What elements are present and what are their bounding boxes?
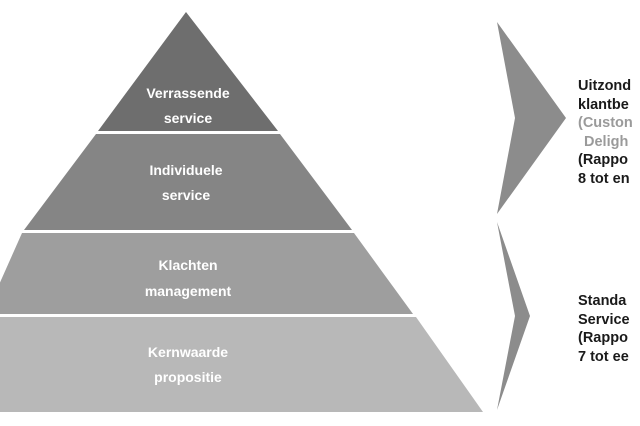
outcome-top-line2: klantbe	[578, 96, 629, 113]
tier-label-3b: management	[145, 283, 232, 299]
tier-verrassende-service	[98, 12, 278, 131]
tier-label-1a: Verrassende	[146, 85, 229, 101]
tier-individuele-service	[24, 134, 352, 230]
lower-chevron-arrow	[497, 222, 530, 410]
tier-label-4a: Kernwaarde	[148, 344, 228, 360]
outcome-bottom-line1: Standa	[578, 293, 627, 309]
outcome-top-line6: 8 tot en	[578, 170, 630, 187]
outcome-top-line4: Deligh	[584, 133, 629, 150]
upper-chevron-arrow	[497, 22, 566, 214]
outcome-bottom-line4: 7 tot ee	[578, 348, 629, 365]
tier-kernwaarde-propositie	[0, 317, 483, 412]
tier-label-1b: service	[164, 110, 212, 126]
outcome-top-line5: (Rappo	[578, 152, 628, 168]
tier-label-3a: Klachten	[158, 257, 217, 273]
tier-label-2a: Individuele	[149, 162, 222, 178]
tier-klachten-management	[0, 233, 413, 314]
outcome-bottom-line3: (Rappo	[578, 330, 628, 346]
outcome-top-line3: (Custon	[578, 115, 633, 131]
outcome-top-line1: Uitzond	[578, 78, 632, 94]
tier-label-4b: propositie	[154, 369, 222, 385]
outcome-top-text: Uitzond klantbe (Custon Deligh (Rappo 8 …	[578, 77, 633, 188]
outcome-bottom-line2: Service	[578, 311, 630, 328]
tier-label-2b: service	[162, 187, 210, 203]
outcome-bottom-text: Standa Service (Rappo 7 tot ee	[578, 292, 630, 366]
